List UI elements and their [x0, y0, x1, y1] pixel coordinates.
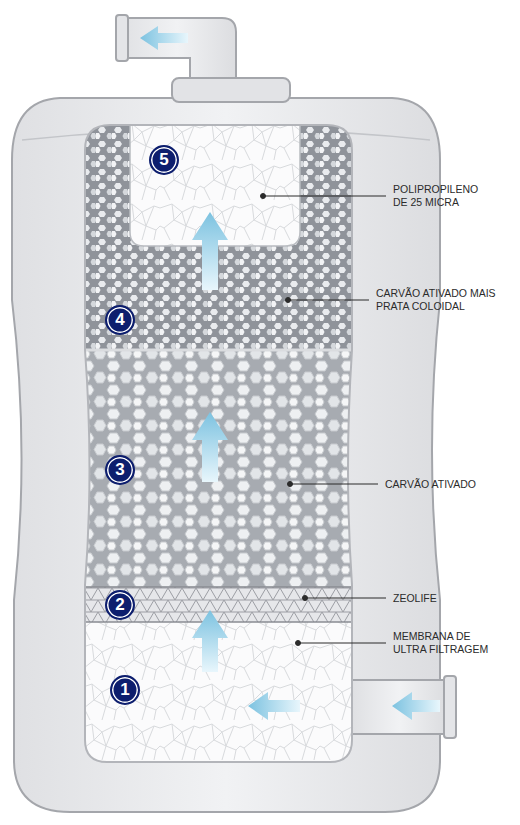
leader-lines	[261, 194, 387, 646]
flow-arrow	[192, 212, 228, 290]
part-label: POLIPROPILENO DE 25 MICRA	[393, 183, 488, 209]
callout-number: 4	[105, 305, 135, 335]
inlet-rim	[444, 676, 456, 738]
outlet-rim	[116, 15, 128, 61]
layer-4	[80, 120, 360, 350]
outlet-tube	[118, 18, 236, 86]
layer-divider	[80, 586, 360, 588]
layer-divider	[80, 349, 360, 352]
cartridge-layers	[80, 120, 360, 767]
flow-arrow	[192, 412, 228, 482]
leader-line	[305, 598, 386, 599]
part-label: CARVÃO ATIVADO MAIS PRATA COLOIDAL	[376, 287, 511, 313]
layer-divider	[80, 621, 360, 623]
part-label: ZEOLIFE	[393, 592, 493, 605]
leader-line	[298, 643, 386, 644]
layer-1	[80, 622, 360, 767]
part-label: CARVÃO ATIVADO	[385, 478, 505, 491]
leader-line	[288, 300, 369, 301]
flow-arrow	[248, 692, 300, 720]
flow-arrow	[392, 692, 440, 720]
callout-number: 2	[105, 590, 135, 620]
flow-arrow	[140, 26, 188, 50]
layer-3	[80, 350, 360, 587]
housing-cap	[172, 78, 290, 102]
flow-arrow	[192, 610, 228, 672]
callout-number: 3	[105, 455, 135, 485]
layer-2	[80, 587, 360, 622]
inlet-tube	[352, 680, 446, 734]
cartridge-outline	[85, 125, 352, 762]
leader-line	[263, 196, 386, 197]
leader-line	[290, 484, 378, 485]
part-label: MEMBRANA DE ULTRA FILTRAGEM	[393, 630, 498, 656]
callout-number: 1	[110, 675, 140, 705]
callout-number: 5	[149, 145, 179, 175]
